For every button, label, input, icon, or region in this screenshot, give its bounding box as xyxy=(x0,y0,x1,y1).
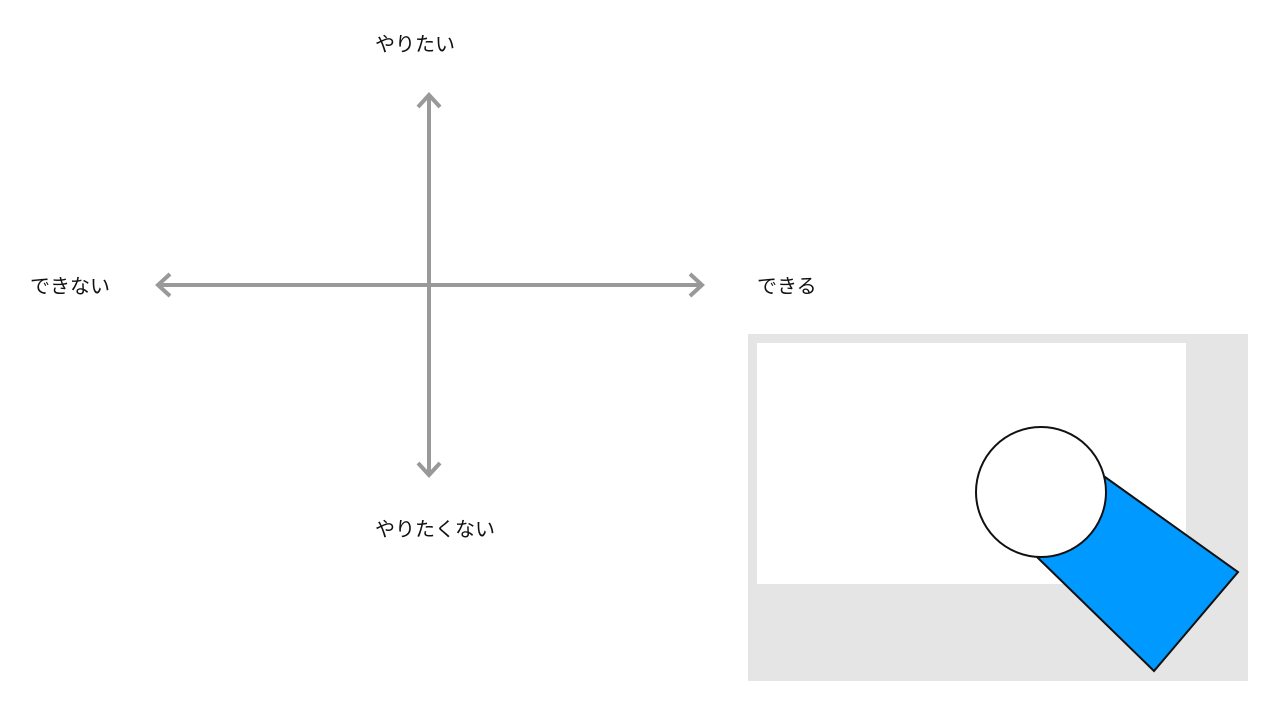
axis-label-bottom: やりたくない xyxy=(375,517,495,541)
arrow-up-icon xyxy=(416,92,442,109)
axis-label-right: できる xyxy=(757,274,817,298)
arrow-left-icon xyxy=(155,272,172,298)
spotlight-panel xyxy=(748,334,1248,681)
axis-label-top: やりたい xyxy=(375,32,455,56)
arrow-right-icon xyxy=(688,272,705,298)
spotlight-canvas xyxy=(757,343,1186,584)
arrow-down-icon xyxy=(416,461,442,478)
axis-label-left: できない xyxy=(30,274,110,298)
